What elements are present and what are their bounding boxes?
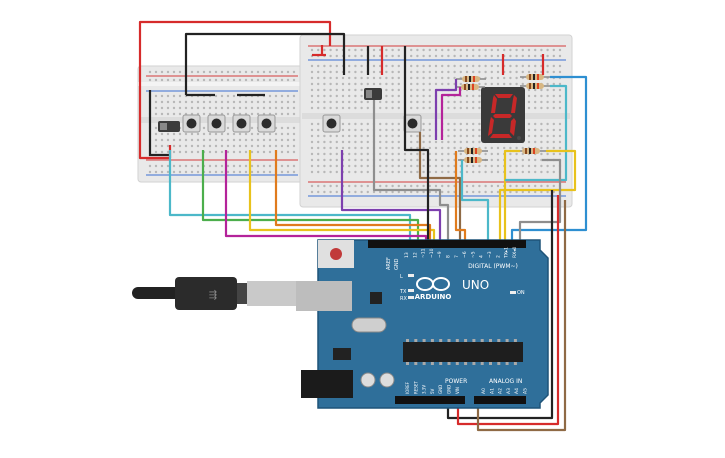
digital-pin-label: RX◂0 [512, 247, 518, 258]
segment-e [488, 117, 494, 136]
digital-pin-label: ~3 [487, 251, 493, 258]
digital-pin-label: ~9 [437, 251, 443, 258]
analog-label: ANALOG IN [489, 378, 522, 385]
digital-pin-label: TX▸1 [504, 247, 510, 259]
power-pin-label: IOREF [405, 381, 410, 394]
rx-label: RX [400, 296, 407, 302]
segment-c [510, 118, 516, 136]
arduino-logo [416, 277, 450, 291]
power-pin-label: RESET [413, 381, 418, 394]
push-button-4[interactable] [257, 114, 276, 133]
power-pin-label: VIN [455, 387, 460, 394]
analog-pin-label: A2 [498, 388, 504, 394]
digital-header [368, 240, 526, 248]
digital-pin-label: ~6 [462, 251, 468, 258]
segment-g [493, 114, 512, 118]
resistor-7 [516, 148, 546, 154]
usb-port [296, 281, 352, 311]
push-button-1[interactable] [182, 114, 201, 133]
microcontroller-chip [403, 342, 523, 362]
analog-pin-label: A1 [489, 388, 495, 394]
l-led-label: L [400, 274, 403, 280]
seven-segment-display [481, 87, 525, 143]
power-pin-label: 5V [430, 388, 435, 394]
power-header [395, 396, 465, 404]
power-label: POWER [445, 378, 467, 385]
left-breadboard [137, 65, 304, 183]
wires [138, 20, 588, 432]
digital-pin-label: ~5 [470, 251, 476, 258]
digital-pin-label: 12 [412, 252, 418, 258]
analog-pin-label: A3 [506, 388, 512, 394]
digital-label: DIGITAL (PWM~) [468, 263, 518, 270]
tx-label: TX [399, 289, 407, 295]
digital-pin-label: 13 [404, 252, 410, 258]
power-pin-label: 3.3V [422, 385, 427, 394]
power-pin-label: GND [447, 385, 452, 394]
usb-icon: ⇶ [209, 289, 217, 301]
analog-header [474, 396, 526, 404]
push-button-3[interactable] [232, 114, 251, 133]
segment-b [511, 95, 517, 113]
digital-pin-label: 8 [446, 255, 452, 258]
usb-cable: ⇶ [132, 277, 299, 310]
power-pin-label: GND [438, 385, 443, 394]
push-button-6[interactable] [403, 114, 422, 133]
segment-d [490, 134, 512, 138]
arduino-brand: ARDUINO [415, 293, 452, 301]
segment-dp [517, 136, 521, 140]
segment-f [491, 95, 497, 113]
digital-pin-label: ~10 [429, 248, 435, 258]
aref-label: AREF [386, 257, 392, 270]
digital-pin-label: 4 [479, 255, 485, 258]
digital-pin-label: 7 [454, 255, 460, 258]
analog-pin-label: A4 [514, 388, 520, 394]
segment-a [495, 94, 513, 98]
resistor-4 [520, 83, 550, 89]
analog-pin-label: A0 [481, 388, 487, 394]
uno-model: UNO [462, 278, 489, 292]
analog-pin-label: A5 [523, 388, 529, 394]
resistor-5 [458, 148, 488, 154]
push-button-2[interactable] [207, 114, 226, 133]
on-label: ON [517, 290, 525, 296]
gnd-label: GND [394, 258, 400, 270]
digital-pin-label: ~11 [421, 248, 427, 258]
power-jack [301, 370, 353, 398]
digital-pin-label: 2 [495, 255, 501, 258]
resistor-3 [520, 74, 550, 80]
push-button-5[interactable] [322, 114, 341, 133]
resistor-1 [456, 76, 486, 82]
